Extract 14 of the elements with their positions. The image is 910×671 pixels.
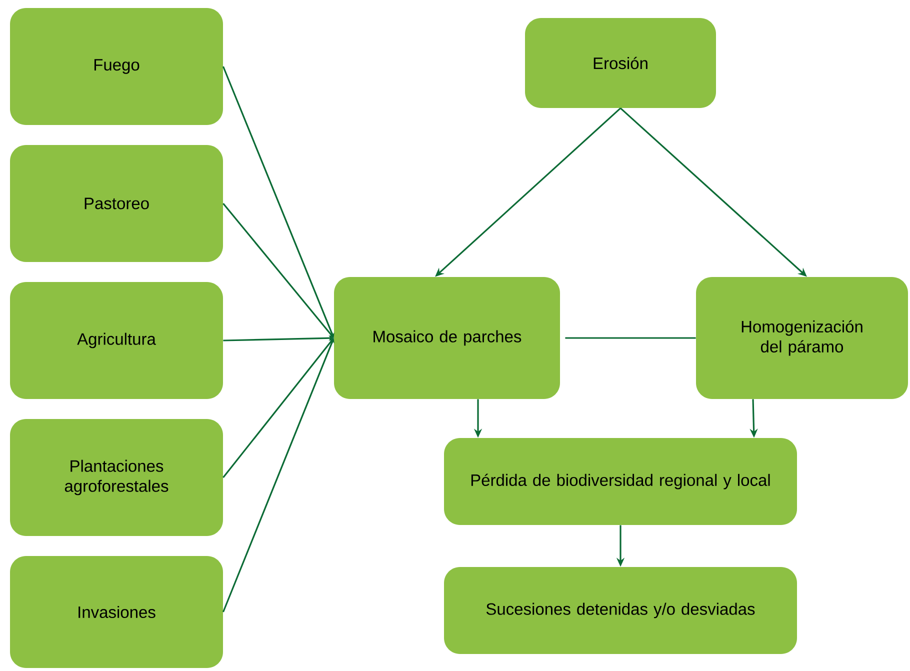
process-box: Sucesiones detenidas y/o desviadas (444, 567, 797, 654)
arrow (222, 202, 334, 338)
process-box: Pastoreo (10, 145, 223, 262)
arrow (222, 66, 334, 338)
process-box: Invasiones (10, 556, 223, 668)
arrow (222, 338, 334, 612)
process-box: Plantaciones agroforestales (10, 419, 223, 536)
arrow (222, 338, 334, 478)
process-box: Homogenización del páramo (696, 277, 908, 399)
process-box: Erosión (525, 18, 716, 108)
process-box: Agricultura (10, 282, 223, 399)
process-box: Pérdida de biodiversidad regional y local (444, 438, 797, 525)
process-box: Mosaico de parches (334, 277, 560, 399)
process-box: Fuego (10, 8, 223, 125)
